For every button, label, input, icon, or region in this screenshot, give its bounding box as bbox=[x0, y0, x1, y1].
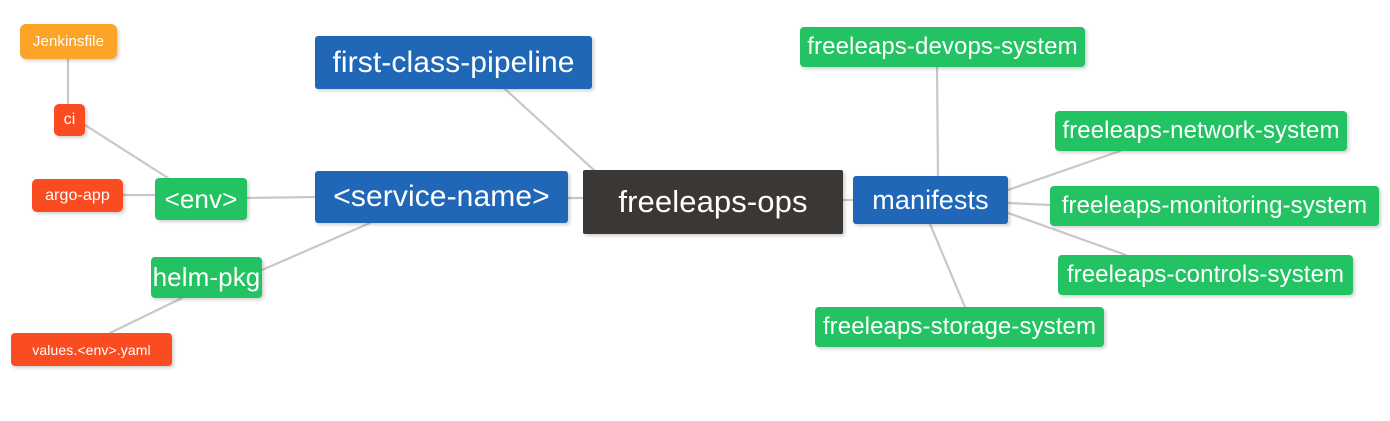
node-label-env: <env> bbox=[164, 183, 238, 214]
node-ci[interactable]: ci bbox=[54, 104, 85, 136]
node-label-values-yaml: values.<env>.yaml bbox=[32, 341, 151, 358]
node-label-controls-system: freeleaps-controls-system bbox=[1066, 261, 1345, 288]
node-helm-pkg[interactable]: helm-pkg bbox=[151, 257, 262, 298]
edge-manifests-to-monitoring-system bbox=[1006, 201, 1052, 207]
edge-service-name-to-env bbox=[245, 195, 317, 200]
node-service-name[interactable]: <service-name> bbox=[315, 171, 568, 223]
node-label-storage-system: freeleaps-storage-system bbox=[822, 313, 1097, 340]
edge-root-to-first-class-pipeline bbox=[503, 87, 598, 174]
node-jenkinsfile[interactable]: Jenkinsfile bbox=[20, 24, 117, 59]
node-first-class-pipeline[interactable]: first-class-pipeline bbox=[315, 36, 592, 89]
edge-manifests-to-devops-system bbox=[935, 65, 940, 178]
node-label-helm-pkg: helm-pkg bbox=[152, 262, 261, 292]
node-argo-app[interactable]: argo-app bbox=[32, 179, 123, 212]
node-network-system[interactable]: freeleaps-network-system bbox=[1055, 111, 1347, 151]
node-label-devops-system: freeleaps-devops-system bbox=[807, 33, 1078, 60]
node-devops-system[interactable]: freeleaps-devops-system bbox=[800, 27, 1085, 67]
node-label-network-system: freeleaps-network-system bbox=[1062, 117, 1340, 144]
edge-manifests-to-storage-system bbox=[928, 222, 967, 309]
node-env[interactable]: <env> bbox=[155, 178, 247, 220]
node-monitoring-system[interactable]: freeleaps-monitoring-system bbox=[1050, 186, 1379, 226]
node-manifests[interactable]: manifests bbox=[853, 176, 1008, 224]
node-label-monitoring-system: freeleaps-monitoring-system bbox=[1061, 192, 1368, 219]
edge-env-to-ci bbox=[83, 123, 170, 180]
node-root[interactable]: freeleaps-ops bbox=[583, 170, 843, 234]
node-label-manifests: manifests bbox=[872, 184, 989, 215]
node-controls-system[interactable]: freeleaps-controls-system bbox=[1058, 255, 1353, 295]
node-label-jenkinsfile: Jenkinsfile bbox=[32, 33, 105, 50]
node-label-service-name: <service-name> bbox=[333, 180, 550, 213]
edge-service-name-to-helm-pkg bbox=[260, 221, 372, 272]
node-label-root: freeleaps-ops bbox=[618, 184, 808, 219]
node-values-yaml[interactable]: values.<env>.yaml bbox=[11, 333, 172, 366]
edge-manifests-to-network-system bbox=[1006, 149, 1122, 192]
node-label-ci: ci bbox=[63, 111, 76, 128]
edge-helm-pkg-to-values-yaml bbox=[108, 296, 184, 335]
node-label-argo-app: argo-app bbox=[45, 186, 110, 204]
node-storage-system[interactable]: freeleaps-storage-system bbox=[815, 307, 1104, 347]
node-label-first-class-pipeline: first-class-pipeline bbox=[332, 45, 575, 79]
